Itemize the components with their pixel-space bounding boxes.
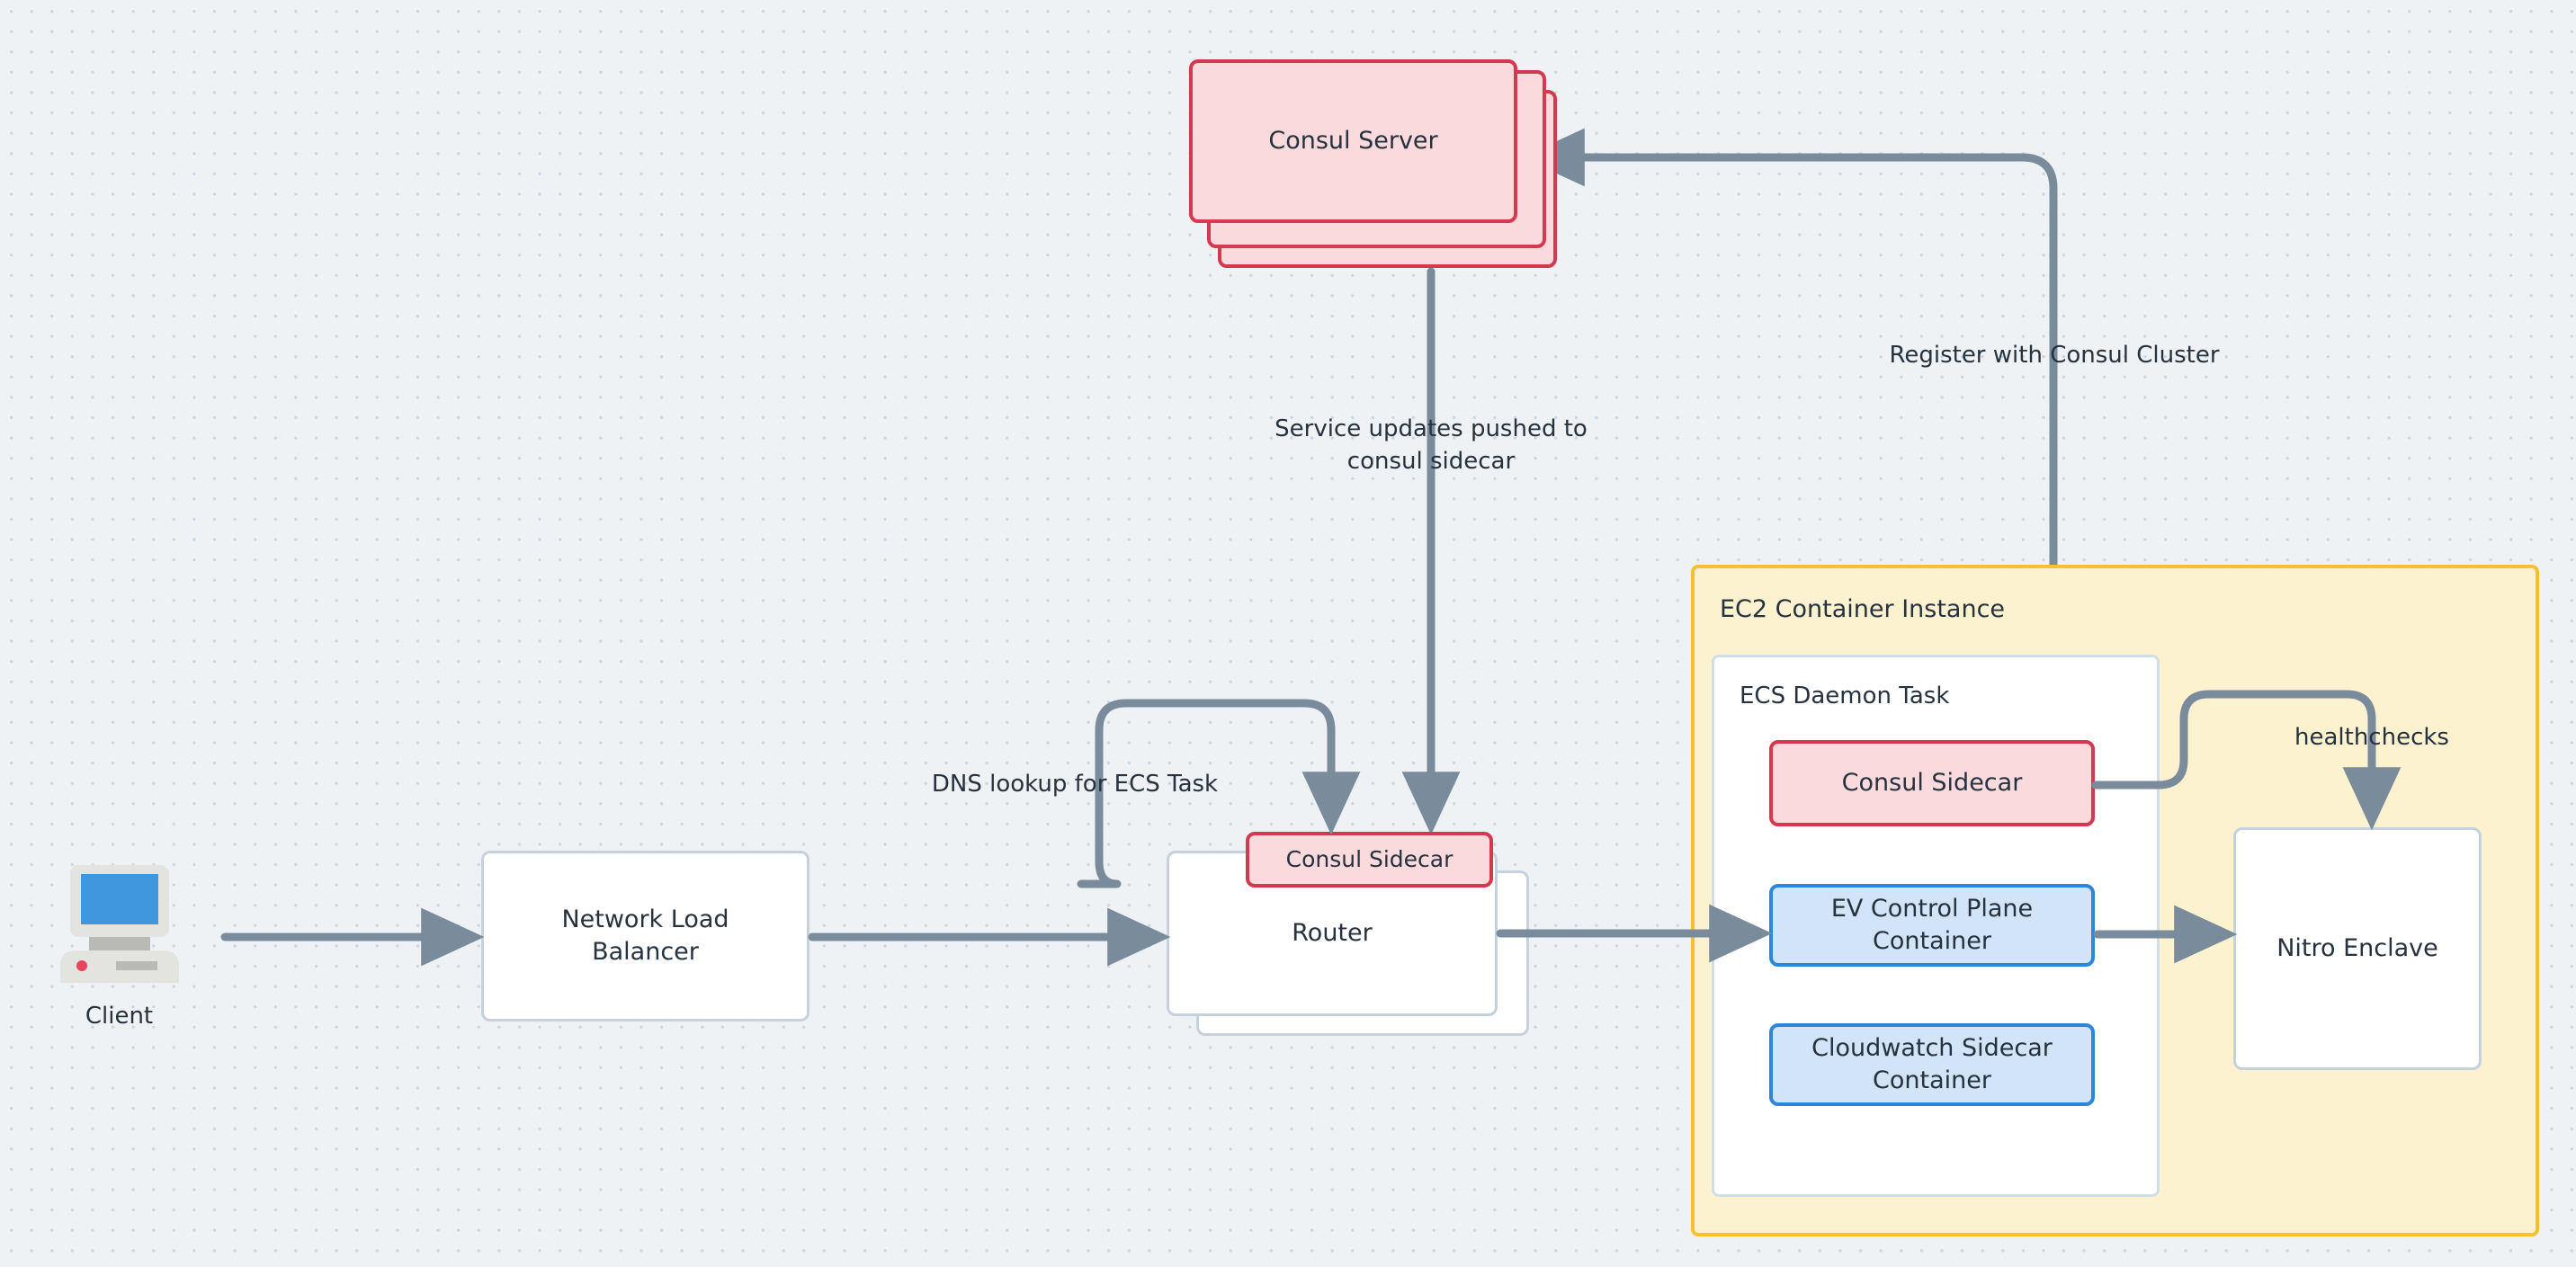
- router-consul-sidecar-badge[interactable]: Consul Sidecar: [1246, 832, 1493, 888]
- client-computer-icon: [40, 865, 198, 995]
- router-consul-sidecar-label: Consul Sidecar: [1285, 846, 1453, 873]
- ec2-container-instance-label: EC2 Container Instance: [1720, 595, 2006, 623]
- task-consul-sidecar-label: Consul Sidecar: [1841, 768, 2023, 797]
- edge-register-with-consul-cluster: [1521, 128, 2058, 753]
- client-label-text: Client: [85, 1003, 154, 1030]
- edge-healthchecks: [2091, 690, 2402, 831]
- network-load-balancer[interactable]: Network Load Balancer: [481, 851, 809, 1022]
- cloudwatch-sidecar-container-label: Cloudwatch Sidecar Container: [1811, 1033, 2053, 1094]
- network-load-balancer-label: Network Load Balancer: [561, 905, 729, 966]
- client-label: Client: [40, 1003, 198, 1030]
- ev-control-plane-container[interactable]: EV Control Plane Container: [1769, 884, 2095, 967]
- task-consul-sidecar[interactable]: Consul Sidecar: [1769, 740, 2095, 826]
- edge-dns-lookup-for-ecs-task: [1077, 699, 1361, 888]
- router-label: Router: [1292, 918, 1373, 947]
- nitro-enclave-label: Nitro Enclave: [2276, 933, 2438, 962]
- consul-server[interactable]: Consul Server: [1189, 59, 1517, 223]
- cloudwatch-sidecar-container[interactable]: Cloudwatch Sidecar Container: [1769, 1023, 2095, 1106]
- consul-server-label: Consul Server: [1268, 126, 1438, 155]
- ev-control-plane-container-label: EV Control Plane Container: [1830, 894, 2034, 955]
- ecs-daemon-task-label: ECS Daemon Task: [1740, 683, 1950, 709]
